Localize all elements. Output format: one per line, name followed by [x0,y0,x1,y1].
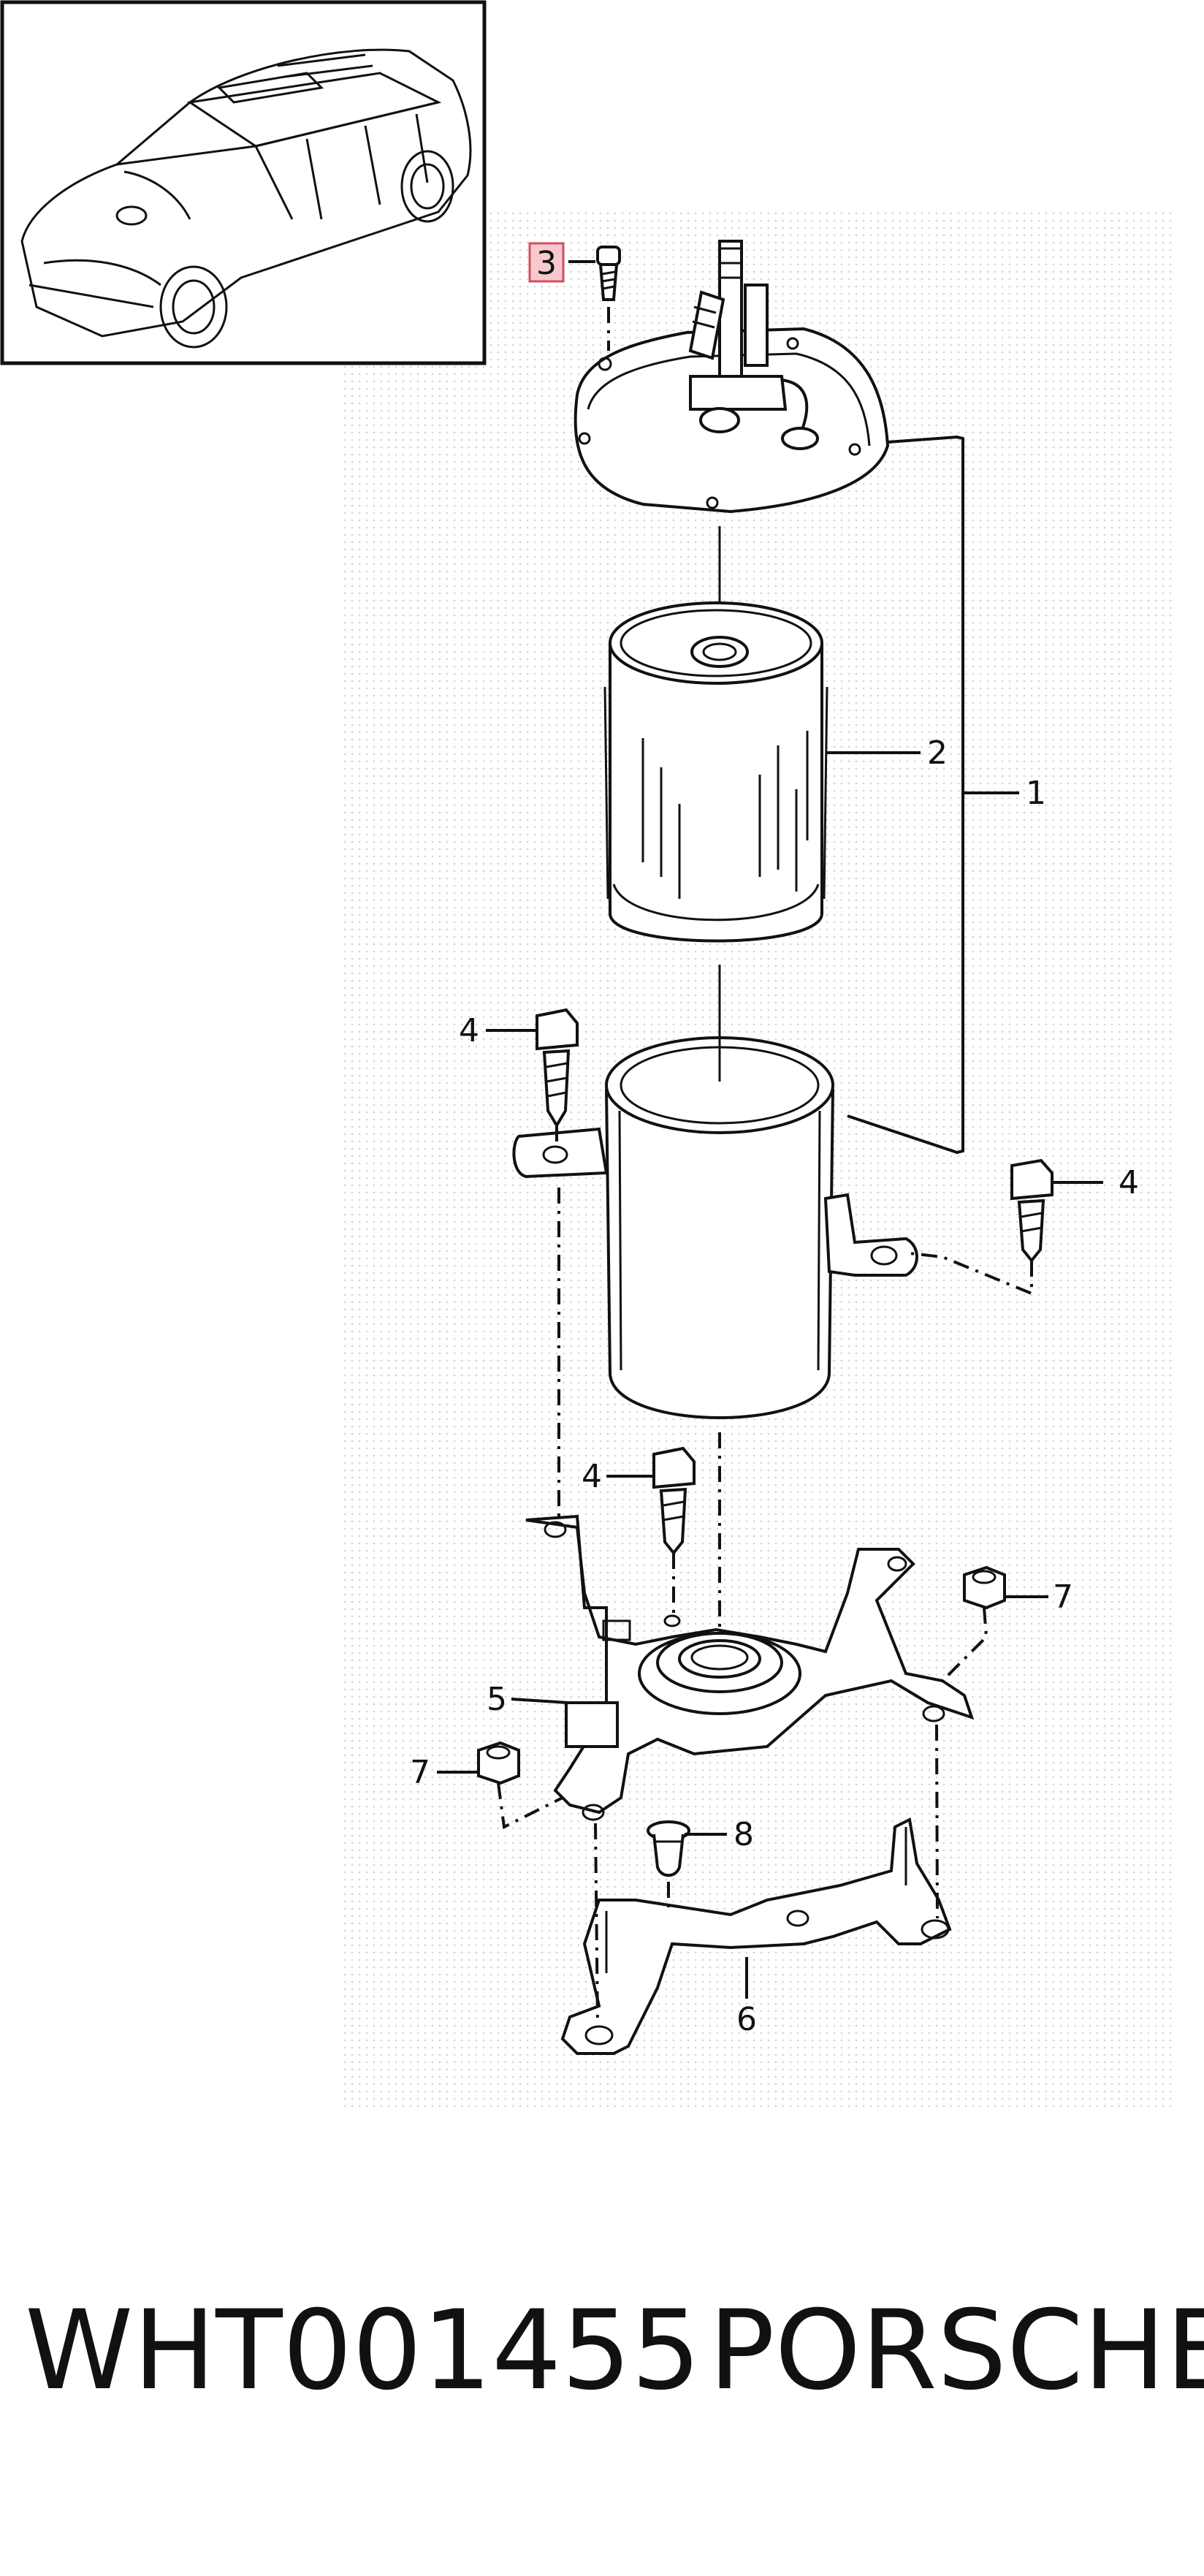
callout-5: 5 [487,1681,507,1718]
callout-7-left: 7 [410,1754,430,1791]
nut-left [477,1741,520,1785]
canister-housing [512,1036,918,1419]
suv-illustration-icon [20,48,472,349]
bolt-upper-left [536,1008,579,1128]
filter-element [603,601,828,943]
callout-4-center: 4 [582,1458,602,1495]
canister-lid [574,240,890,514]
callout-2: 2 [927,734,948,772]
leader-lines [437,260,1103,1999]
bolt-right [1010,1158,1054,1264]
callout-6: 6 [736,2001,757,2038]
callout-7-right: 7 [1053,1578,1073,1616]
hose-fittings [688,240,819,450]
callout-8: 8 [734,1816,754,1853]
brand-name: PORSCHE [709,2287,1204,2414]
rubber-grommet [647,1820,690,1877]
callout-1: 1 [1026,775,1046,812]
callout-3-highlight [528,242,565,283]
lid-screw [596,246,621,351]
callout-3: 3 [536,245,557,282]
callout-4-upper: 4 [459,1012,479,1049]
footer-caption: WHT001455 PORSCHE [0,2287,1204,2448]
part-number: WHT001455 [25,2287,701,2414]
callout-4-right: 4 [1119,1164,1139,1201]
lower-bracket [560,1817,952,2055]
nut-right [963,1565,1006,1610]
upper-bracket [525,1514,975,1821]
assembly-guide-lines [497,1125,1033,2025]
vehicle-thumbnail [0,0,487,365]
bolt-center [652,1446,696,1556]
